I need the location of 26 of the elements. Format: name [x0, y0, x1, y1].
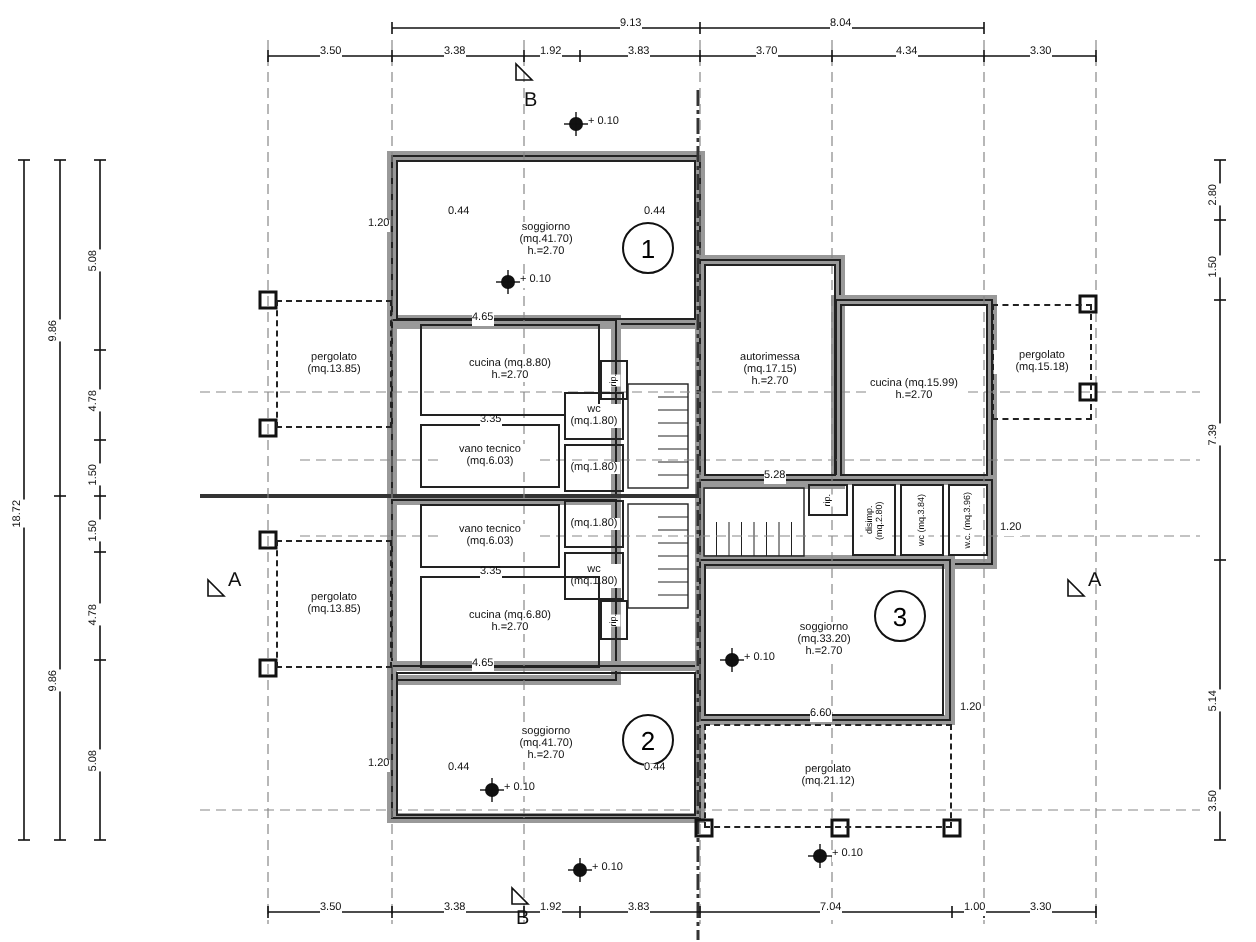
room-area: [564, 444, 624, 492]
room-area: [396, 672, 696, 816]
pergola-area: [704, 724, 952, 828]
room-area: [600, 360, 628, 400]
room-area: [852, 484, 896, 556]
section-letter: B: [524, 92, 538, 112]
unit-number: 3: [874, 590, 926, 642]
section-letter: A: [1088, 572, 1102, 592]
room-area: [840, 304, 988, 476]
room-area: [564, 392, 624, 440]
room-area: [704, 564, 944, 716]
pergola-area: [276, 300, 392, 428]
room-area: [948, 484, 988, 556]
room-area: [600, 600, 628, 640]
section-letter: B: [516, 910, 530, 930]
room-area: [420, 424, 560, 488]
pergola-area: [992, 304, 1092, 420]
section-letter: A: [228, 572, 242, 592]
room-area: [808, 484, 848, 516]
room-area: [564, 500, 624, 548]
room-area: [420, 504, 560, 568]
room-area: [704, 264, 836, 476]
unit-number: 1: [622, 222, 674, 274]
room-area: [396, 160, 696, 320]
pergola-area: [276, 540, 392, 668]
room-area: [900, 484, 944, 556]
